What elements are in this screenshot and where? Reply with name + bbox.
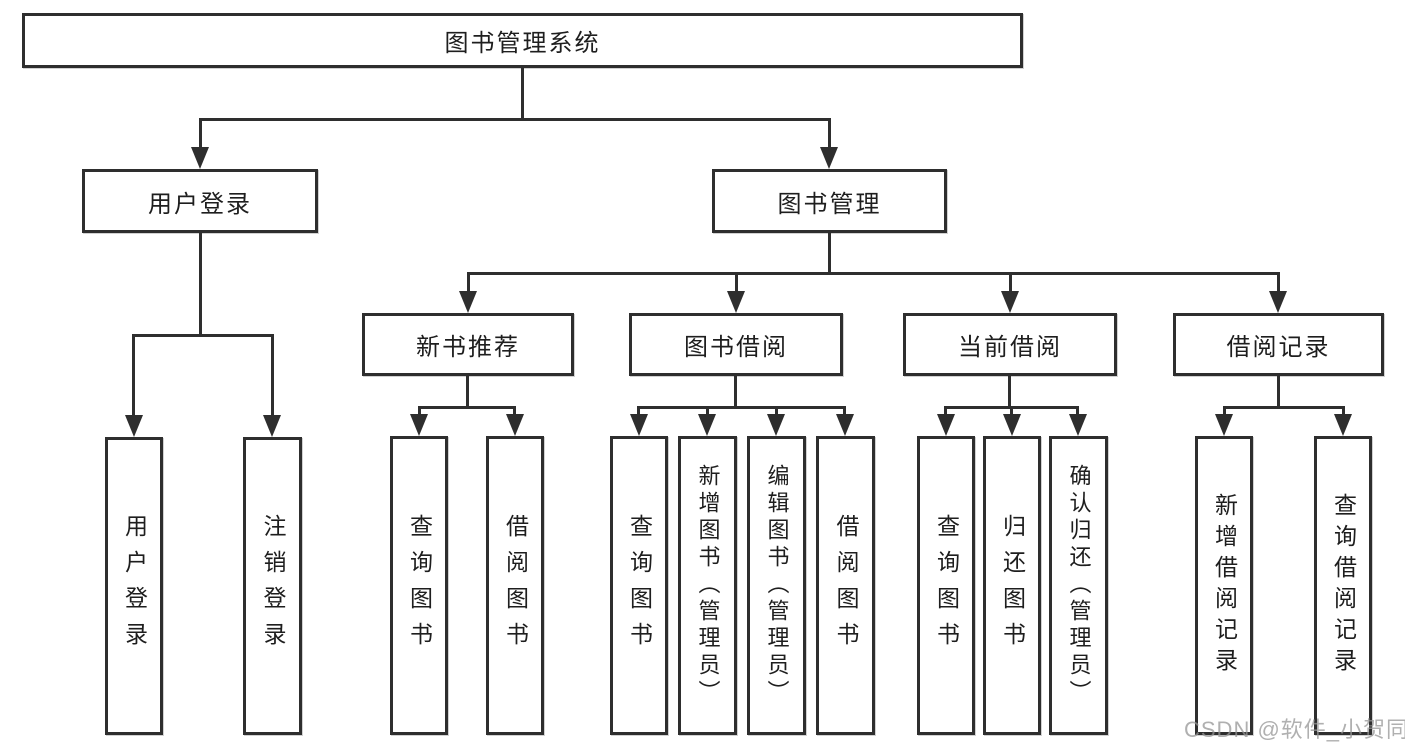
- leaf-query-books: 查询图书: [390, 436, 448, 735]
- connector-book-mgmt-split: [467, 272, 1280, 275]
- connector-stem-book-borrow: [735, 272, 738, 293]
- leaf-label: 查询图书: [626, 513, 653, 658]
- leaf-logout: 注销登录: [243, 437, 302, 735]
- arrow-down-icon: [937, 414, 955, 436]
- leaf-label: 查询图书: [933, 513, 960, 658]
- arrow-down-icon: [191, 147, 209, 169]
- connector-stem-leaf: [1342, 406, 1345, 418]
- connector-book-mgmt-trunk: [828, 233, 831, 275]
- node-label: 借阅记录: [1226, 334, 1331, 361]
- connector-stem-leaf: [843, 406, 846, 418]
- leaf-query-borrow-record: 查询借阅记录: [1314, 436, 1372, 735]
- connector-root-split: [199, 118, 831, 121]
- connector-split: [1223, 406, 1345, 409]
- connector-stem-new-books: [467, 272, 470, 293]
- connector-stem-leaf: [513, 406, 516, 418]
- leaf-query-books: 查询图书: [917, 436, 975, 735]
- connector-split: [418, 406, 516, 409]
- leaf-edit-books-admin: 编辑图书（管理员）: [747, 436, 806, 735]
- arrow-down-icon: [767, 414, 785, 436]
- node-new-book-recommend: 新书推荐: [362, 313, 574, 376]
- arrow-down-icon: [727, 291, 745, 313]
- arrow-down-icon: [1069, 414, 1087, 436]
- leaf-add-borrow-record: 新增借阅记录: [1195, 436, 1253, 735]
- arrow-down-icon: [1001, 291, 1019, 313]
- leaf-label: 编辑图书（管理员）: [764, 464, 790, 707]
- connector-stem-leaf: [637, 406, 640, 418]
- leaf-borrow-books: 借阅图书: [486, 436, 544, 735]
- node-borrow-records: 借阅记录: [1173, 313, 1384, 376]
- connector-stem-user-login: [199, 118, 202, 151]
- leaf-label: 借阅图书: [833, 513, 859, 658]
- node-root-label: 图书管理系统: [444, 30, 601, 57]
- leaf-label: 确认归还（管理员）: [1066, 464, 1092, 707]
- node-label: 图书借阅: [684, 334, 788, 361]
- connector-stem-leaf: [706, 406, 709, 418]
- connector-trunk: [1008, 376, 1011, 408]
- connector-stem-leaf: [944, 406, 947, 418]
- csdn-watermark: CSDN @软件_小贺同学: [1184, 717, 1405, 742]
- connector-stem-leaf: [1076, 406, 1079, 418]
- connector-split: [637, 406, 845, 409]
- connector-trunk: [1277, 376, 1280, 408]
- arrow-down-icon: [1215, 414, 1233, 436]
- node-book-management: 图书管理: [712, 169, 947, 233]
- arrow-down-icon: [410, 414, 428, 436]
- leaf-label: 归还图书: [999, 513, 1026, 658]
- arrow-down-icon: [698, 414, 716, 436]
- arrow-down-icon: [630, 414, 648, 436]
- leaf-label: 注销登录: [260, 514, 286, 658]
- connector-stem-leaf: [271, 334, 274, 417]
- connector-stem-leaf: [1010, 406, 1013, 418]
- leaf-user-login: 用户登录: [105, 437, 163, 735]
- leaf-confirm-return-admin: 确认归还（管理员）: [1049, 436, 1108, 735]
- arrow-down-icon: [125, 415, 143, 437]
- leaf-label: 新增借阅记录: [1211, 492, 1238, 679]
- node-book-management-label: 图书管理: [777, 190, 882, 218]
- connector-stem-book-mgmt: [828, 118, 831, 151]
- connector-stem-current-borrow: [1009, 272, 1012, 293]
- node-user-login: 用户登录: [82, 169, 318, 233]
- leaf-label: 用户登录: [121, 514, 148, 658]
- arrow-down-icon: [1003, 414, 1021, 436]
- arrow-down-icon: [506, 414, 524, 436]
- node-user-login-label: 用户登录: [148, 190, 252, 218]
- arrow-down-icon: [1269, 291, 1287, 313]
- leaf-add-books-admin: 新增图书（管理员）: [678, 436, 737, 735]
- node-current-borrowing: 当前借阅: [903, 313, 1117, 376]
- leaf-label: 新增图书（管理员）: [695, 464, 721, 707]
- leaf-label: 借阅图书: [502, 513, 529, 658]
- connector-stem-leaf: [132, 334, 135, 417]
- leaf-return-books: 归还图书: [983, 436, 1041, 735]
- leaf-borrow-books: 借阅图书: [816, 436, 875, 735]
- leaf-query-books: 查询图书: [610, 436, 668, 735]
- arrow-down-icon: [459, 291, 477, 313]
- arrow-down-icon: [836, 414, 854, 436]
- node-label: 当前借阅: [958, 334, 1062, 361]
- connector-trunk: [734, 376, 737, 408]
- connector-stem-leaf: [418, 406, 421, 418]
- connector-stem-leaf: [1223, 406, 1226, 418]
- leaf-label: 查询借阅记录: [1330, 492, 1357, 679]
- connector-stem-leaf: [775, 406, 778, 418]
- connector-user-login-split: [132, 334, 273, 337]
- node-label: 新书推荐: [416, 334, 520, 361]
- connector-root-trunk: [521, 68, 524, 120]
- node-root-library-system: 图书管理系统: [22, 13, 1023, 68]
- leaf-label: 查询图书: [406, 513, 433, 658]
- arrow-down-icon: [1334, 414, 1352, 436]
- connector-trunk: [466, 376, 469, 408]
- node-book-borrowing: 图书借阅: [629, 313, 843, 376]
- connector-stem-borrow-records: [1277, 272, 1280, 293]
- arrow-down-icon: [820, 147, 838, 169]
- connector-user-login-trunk: [199, 233, 202, 337]
- arrow-down-icon: [263, 415, 281, 437]
